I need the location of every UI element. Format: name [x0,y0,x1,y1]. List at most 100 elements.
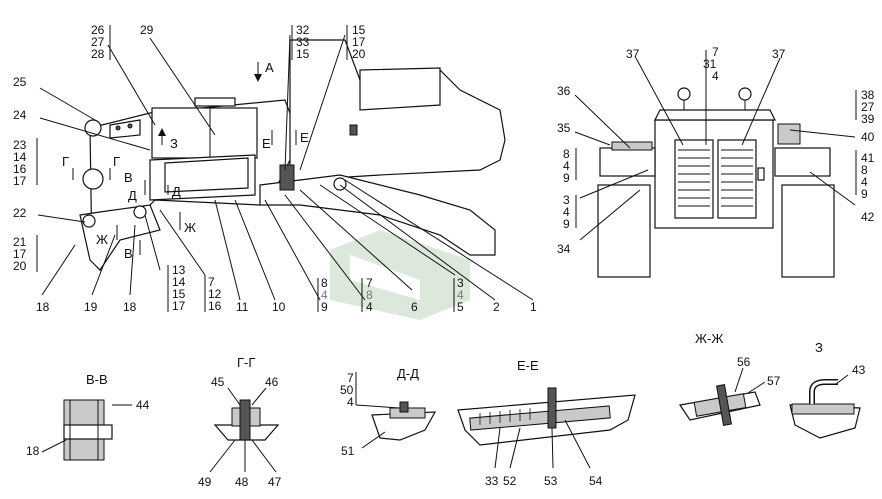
callout-4d: 4 [712,69,719,83]
callout-9d: 9 [861,187,868,201]
callout-37b: 37 [772,47,786,61]
callout-15b: 15 [352,23,366,37]
section-title-d-d: Д-Д [397,366,419,381]
callout-9b: 9 [563,171,570,185]
callout-27b: 27 [861,100,875,114]
callout-20b: 20 [352,47,366,61]
marker-zh1: Ж [96,232,108,247]
callout-28: 28 [91,47,105,61]
callout-35: 35 [557,121,571,135]
section-g-g: Г-Г 45 46 49 48 47 [198,355,282,489]
callout-1: 1 [530,300,537,314]
section-marker-letters: А З Г Г В В Д Д Ж Ж Е Е [62,60,309,261]
callout-15: 15 [296,47,310,61]
callout-34: 34 [557,242,571,256]
callout-4f: 4 [563,205,570,219]
callout-27: 27 [91,35,105,49]
callout-4h: 4 [347,395,354,409]
callout-17: 17 [13,174,27,188]
callout-7b: 7 [366,276,373,290]
callout-19: 19 [84,300,98,314]
main-side-view [79,39,506,272]
section-v-v: В-В 44 18 [26,372,150,461]
callout-7c: 7 [712,45,719,59]
callout-8: 8 [321,276,328,290]
marker-zh2: Ж [184,220,196,235]
callout-41: 41 [861,151,875,165]
callout-10: 10 [272,300,286,314]
callout-4c: 4 [457,288,464,302]
callout-7d: 7 [347,371,354,385]
callout-32: 32 [296,23,310,37]
callout-47: 47 [268,475,282,489]
callout-50: 50 [340,383,354,397]
callout-18c: 18 [26,444,40,458]
callout-12: 12 [208,287,222,301]
callout-40: 40 [861,130,875,144]
callout-31: 31 [703,57,717,71]
callout-4: 4 [321,288,328,302]
rear-view-labels: 37 7 31 4 37 36 35 8 4 9 3 4 9 34 38 27 … [557,45,875,256]
section-title-zh-zh: Ж-Ж [695,331,723,346]
callout-54: 54 [589,474,603,488]
marker-e2: Е [300,130,309,145]
main-leader-lines [36,25,534,312]
callout-15c: 15 [172,287,186,301]
callout-17b: 17 [13,247,27,261]
marker-d1: Д [128,188,137,203]
callout-33: 33 [296,35,310,49]
callout-18b: 18 [123,300,137,314]
rear-leader-lines [574,50,857,241]
callout-57: 57 [767,374,781,388]
callout-46: 46 [265,375,279,389]
callout-56: 56 [737,355,751,369]
callout-4e: 4 [563,159,570,173]
callout-8b: 8 [366,288,373,302]
callout-45: 45 [211,375,225,389]
marker-e1: Е [262,136,271,151]
callout-4g: 4 [861,175,868,189]
section-zh-zh: Ж-Ж 56 57 [678,331,781,426]
callout-13: 13 [172,263,186,277]
marker-a: А [265,60,274,75]
callout-20: 20 [13,259,27,273]
callout-16b: 16 [208,299,222,313]
callout-53: 53 [544,474,558,488]
callout-14b: 14 [172,275,186,289]
callout-8d: 8 [861,163,868,177]
callout-3: 3 [457,276,464,290]
callout-4b: 4 [366,300,373,314]
section-z: З 43 [789,340,866,439]
section-arrows [72,62,297,255]
section-e-e: Е-Е 33 52 53 54 [457,358,636,488]
callout-29: 29 [140,23,154,37]
callout-9: 9 [321,300,328,314]
callout-14: 14 [13,150,27,164]
marker-g2: Г [113,154,120,169]
main-view-labels: 25 24 23 14 16 17 22 21 17 20 18 19 18 2… [13,23,537,314]
callout-2: 2 [493,300,500,314]
callout-5: 5 [457,300,464,314]
rear-view [597,87,835,278]
callout-7: 7 [208,275,215,289]
section-title-z: З [815,340,823,355]
callout-33b: 33 [485,474,499,488]
callout-21: 21 [13,235,27,249]
callout-16: 16 [13,162,27,176]
callout-49: 49 [198,475,212,489]
callout-36: 36 [557,84,571,98]
marker-g1: Г [62,154,69,169]
callout-3b: 3 [563,193,570,207]
callout-26: 26 [91,23,105,37]
section-title-e-e: Е-Е [517,358,539,373]
callout-25: 25 [13,75,27,89]
section-title-g-g: Г-Г [237,355,255,370]
section-d-d: Д-Д 7 50 4 51 [340,366,437,458]
callout-8c: 8 [563,147,570,161]
callout-44: 44 [136,398,150,412]
callout-23: 23 [13,138,27,152]
marker-v1: В [124,170,133,185]
callout-17c: 17 [352,35,366,49]
callout-22: 22 [13,206,27,220]
